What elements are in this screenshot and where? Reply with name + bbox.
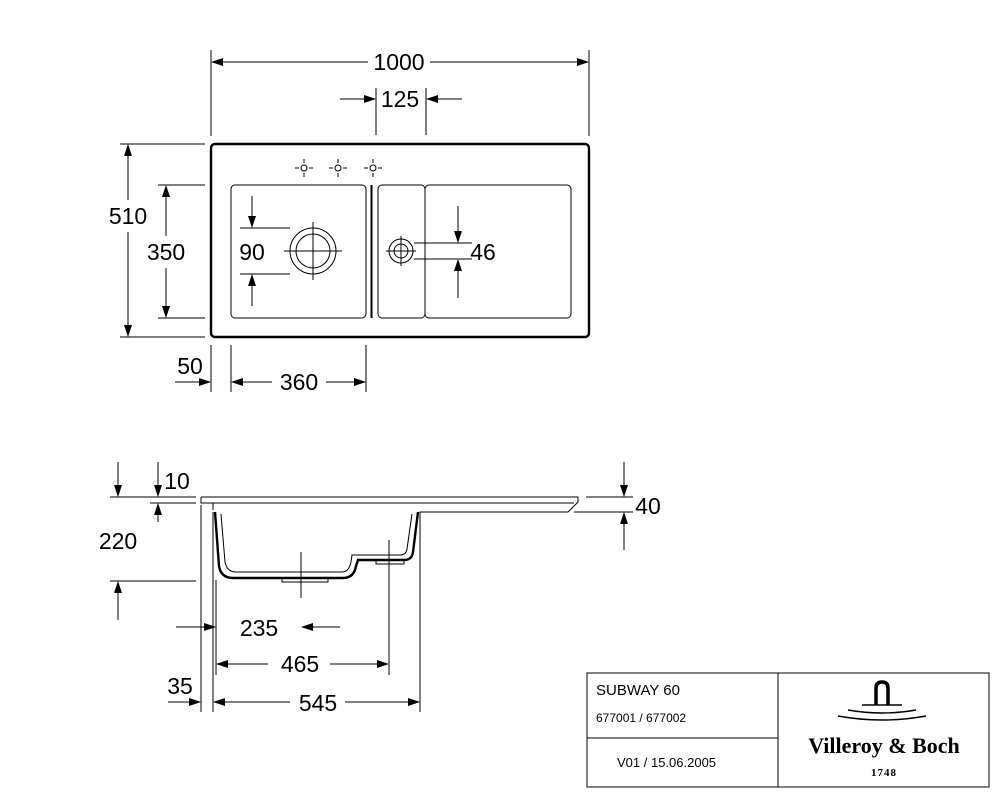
- main-waste: [284, 222, 342, 280]
- bowl-profile: [213, 511, 420, 580]
- dim-small-waste: 46: [470, 239, 496, 265]
- brand-logo: Villeroy & Boch 1748: [808, 680, 960, 779]
- version-date: V01 / 15.06.2005: [617, 755, 716, 770]
- top-view: 1000 125 510 350 90 46 50: [109, 49, 591, 395]
- drainer-area: [424, 184, 572, 319]
- dim-bowl-span: 465: [281, 651, 319, 677]
- dim-bowl-width: 360: [280, 369, 318, 395]
- dim-deck-thickness: 10: [164, 468, 190, 494]
- small-waste: [386, 236, 416, 266]
- sink-deck-profile: [200, 496, 579, 513]
- dim-overall-width: 1000: [373, 49, 424, 75]
- dim-bowl-depth: 350: [147, 239, 185, 265]
- title-block: SUBWAY 60 677001 / 677002 V01 / 15.06.20…: [586, 672, 990, 788]
- dim-waste-offset: 235: [240, 615, 278, 641]
- dim-side-edge-offset: 35: [167, 673, 193, 699]
- brand-year: 1748: [871, 767, 897, 779]
- tap-hole-marks: [295, 159, 382, 177]
- dim-bowl-height: 220: [99, 528, 137, 554]
- sink-outline: [209, 142, 591, 339]
- dim-bowl-total: 545: [299, 690, 337, 716]
- article-numbers: 677001 / 677002: [596, 711, 686, 725]
- dim-rim-height: 40: [635, 493, 661, 519]
- dim-edge-offset: 50: [177, 353, 203, 379]
- side-view: 10 220 40 235 465 35 545: [99, 462, 661, 716]
- main-bowl: [230, 184, 367, 319]
- product-name: SUBWAY 60: [596, 682, 680, 699]
- dim-overall-depth: 510: [109, 203, 147, 229]
- brand-name: Villeroy & Boch: [808, 733, 960, 758]
- dim-tap-spacing: 125: [381, 86, 419, 112]
- dim-main-waste: 90: [239, 239, 265, 265]
